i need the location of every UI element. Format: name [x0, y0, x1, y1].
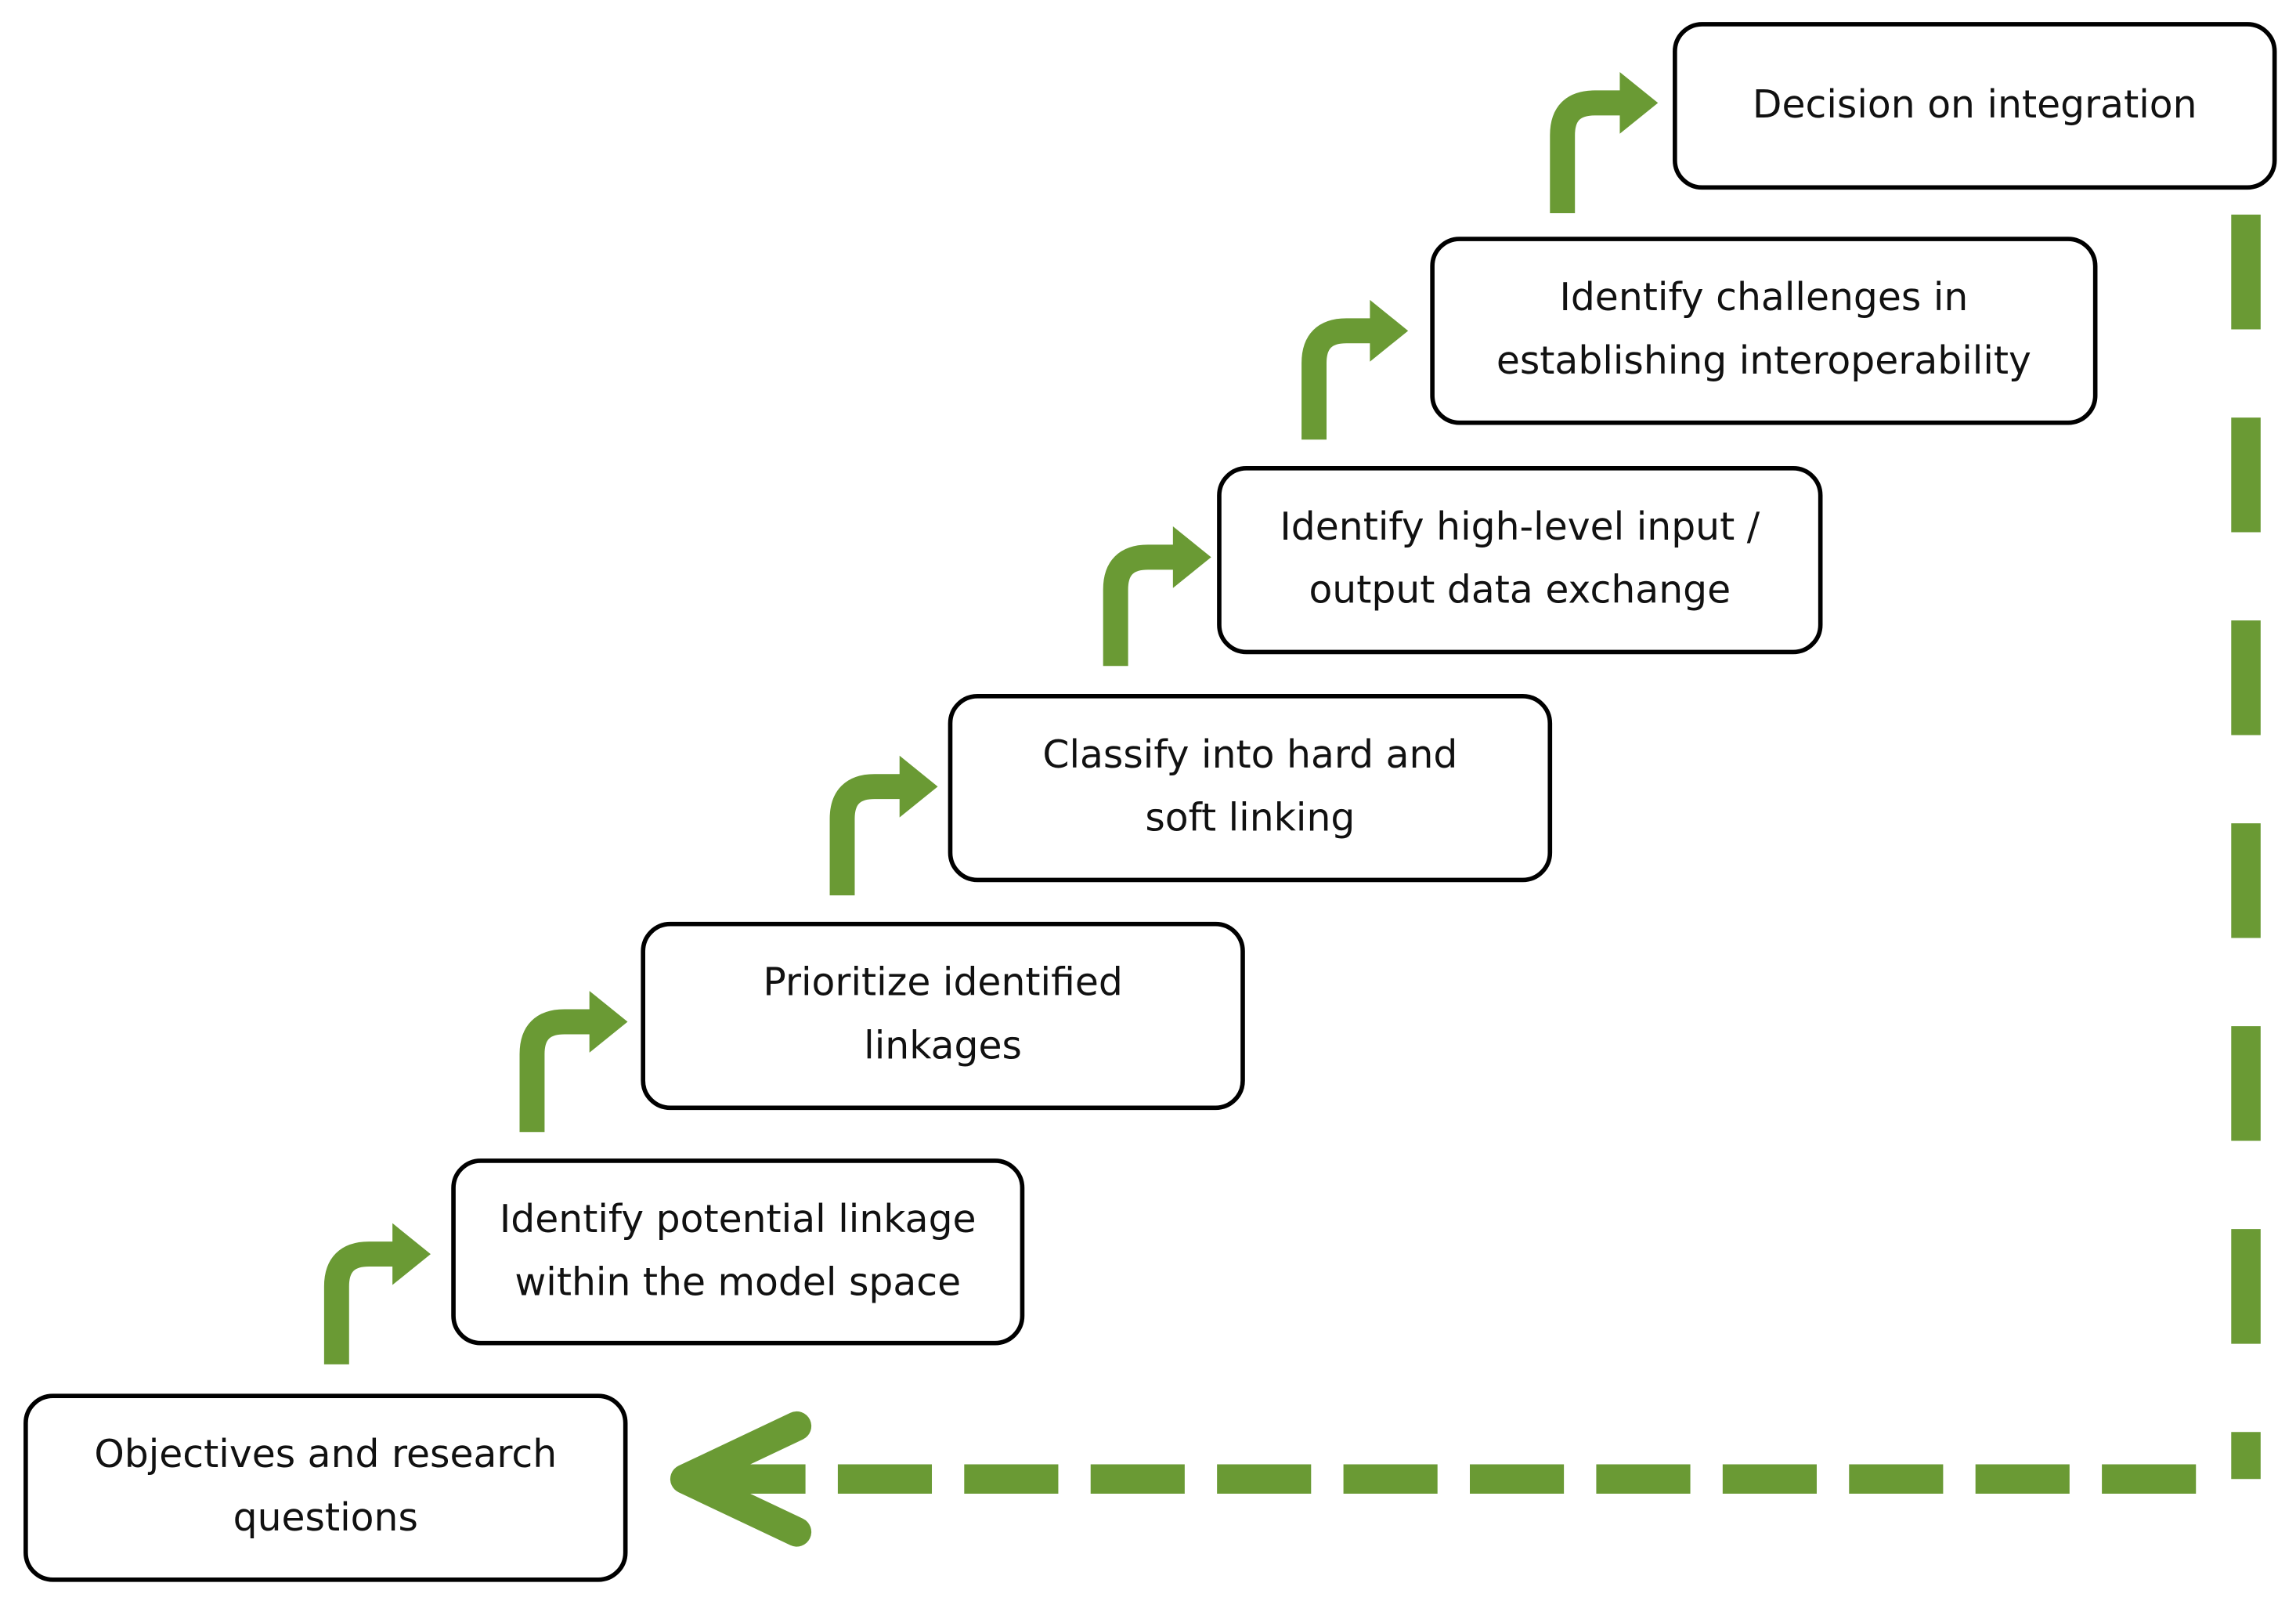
feedback-arrow-head [670, 1411, 812, 1547]
step-arrow-5 [1301, 318, 1374, 440]
step-box-objectives: Objectives and research questions [23, 1393, 628, 1582]
step-label-prioritize: Prioritize identified linkages [763, 961, 1123, 1069]
step-arrow-head-5 [1370, 299, 1409, 362]
step-arrow-2 [519, 1009, 593, 1133]
step-box-prioritize: Prioritize identified linkages [641, 921, 1245, 1111]
step-arrow-head-3 [899, 755, 938, 818]
step-box-data-exchange: Identify high-level input / output data … [1217, 466, 1823, 655]
step-label-classify: Classify into hard and soft linking [1042, 733, 1458, 841]
step-arrow-4 [1103, 544, 1176, 667]
step-label-identify-linkage: Identify potential linkage within the mo… [499, 1197, 977, 1305]
step-arrow-head-1 [392, 1223, 431, 1285]
step-arrow-head-6 [1619, 71, 1659, 134]
step-box-challenges: Identify challenges in establishing inte… [1430, 237, 2098, 425]
step-box-identify-linkage: Identify potential linkage within the mo… [451, 1158, 1025, 1346]
step-arrow-6 [1550, 90, 1623, 214]
step-label-challenges: Identify challenges in establishing inte… [1496, 276, 2031, 384]
step-arrow-1 [323, 1241, 395, 1364]
step-label-objectives: Objectives and research questions [94, 1433, 558, 1541]
step-label-decision: Decision on integration [1752, 83, 2197, 128]
step-arrow-head-4 [1172, 526, 1211, 588]
step-arrow-3 [829, 774, 903, 896]
step-arrow-head-2 [589, 991, 628, 1053]
step-label-data-exchange: Identify high-level input / output data … [1280, 505, 1760, 613]
step-box-decision: Decision on integration [1673, 22, 2277, 190]
step-box-classify: Classify into hard and soft linking [948, 693, 1553, 883]
